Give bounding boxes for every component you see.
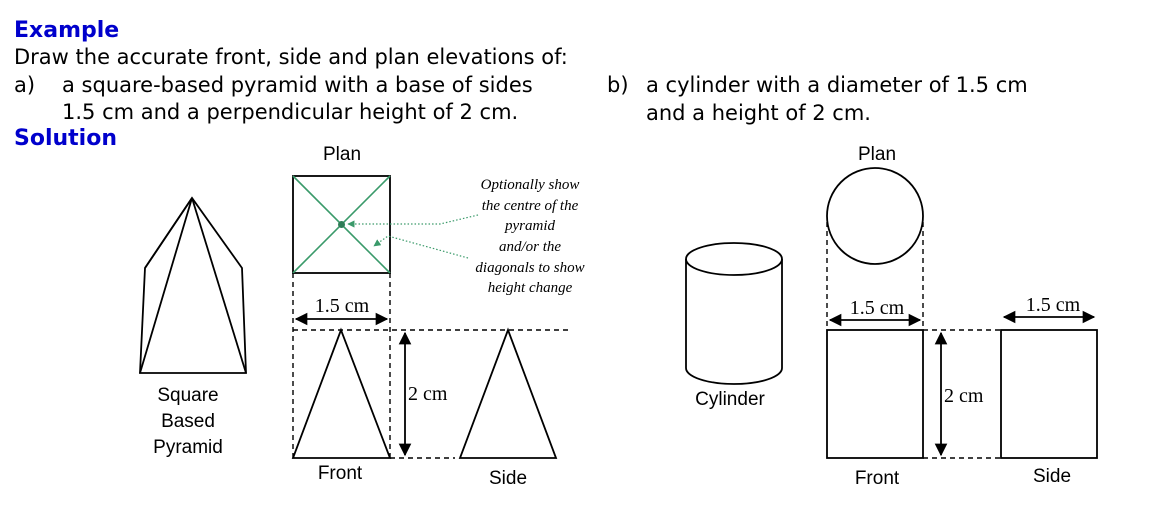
cylinder-3d-drawing — [685, 242, 783, 385]
note-line-2: the centre of the — [482, 198, 579, 214]
solution-heading: Solution — [14, 126, 117, 151]
cylinder-front-label: Front — [855, 468, 900, 489]
cylinder-plan-view — [826, 167, 924, 265]
pyramid-note: Optionally show the centre of the pyrami… — [347, 177, 585, 296]
note-line-6: height change — [488, 280, 573, 296]
pyramid-construction-lines — [292, 273, 572, 459]
part-b-marker: b) — [607, 73, 629, 97]
part-a-line-2: 1.5 cm and a perpendicular height of 2 c… — [62, 100, 519, 124]
part-b-line-1: a cylinder with a diameter of 1.5 cm — [646, 73, 1028, 97]
cylinder-side-view — [1000, 329, 1098, 459]
cylinder-plan-label: Plan — [858, 144, 896, 165]
pyramid-height-label: 2 cm — [408, 383, 448, 405]
example-heading: Example — [14, 18, 120, 43]
part-a-line-1: a square-based pyramid with a base of si… — [62, 73, 533, 97]
cylinder-front-view — [826, 329, 924, 459]
instruction-text: Draw the accurate front, side and plan e… — [14, 45, 568, 69]
pyramid-plan-view — [292, 175, 391, 274]
pyramid-side-label: Side — [489, 468, 527, 489]
note-pointer-diagonal — [373, 235, 469, 259]
cylinder-side-label: Side — [1033, 466, 1071, 487]
cylinder-construction-lines — [826, 222, 1000, 459]
note-line-1: Optionally show — [481, 177, 580, 193]
cylinder-side-width-label: 1.5 cm — [1026, 294, 1081, 316]
pyramid-solid-label-1: Square — [157, 385, 218, 406]
pyramid-front-label: Front — [318, 463, 363, 484]
note-line-5: diagonals to show — [475, 260, 584, 276]
pyramid-plan-label: Plan — [323, 144, 361, 165]
note-line-3: pyramid — [504, 218, 555, 234]
cylinder-height-label: 2 cm — [944, 385, 984, 407]
pyramid-front-view — [291, 327, 392, 459]
note-pointer-centre — [347, 214, 479, 228]
cylinder-front-width-label: 1.5 cm — [850, 297, 905, 319]
note-line-4: and/or the — [499, 239, 561, 255]
pyramid-side-view — [458, 327, 558, 459]
pyramid-solid-label-2: Based — [161, 411, 215, 432]
cylinder-solid-label: Cylinder — [695, 389, 765, 410]
part-a-marker: a) — [14, 73, 36, 97]
pyramid-width-label: 1.5 cm — [315, 295, 370, 317]
part-b-line-2: and a height of 2 cm. — [646, 101, 871, 125]
pyramid-3d-drawing — [139, 196, 247, 374]
pyramid-solid-label-3: Pyramid — [153, 437, 223, 458]
pyramid-centre-dot — [338, 221, 345, 228]
